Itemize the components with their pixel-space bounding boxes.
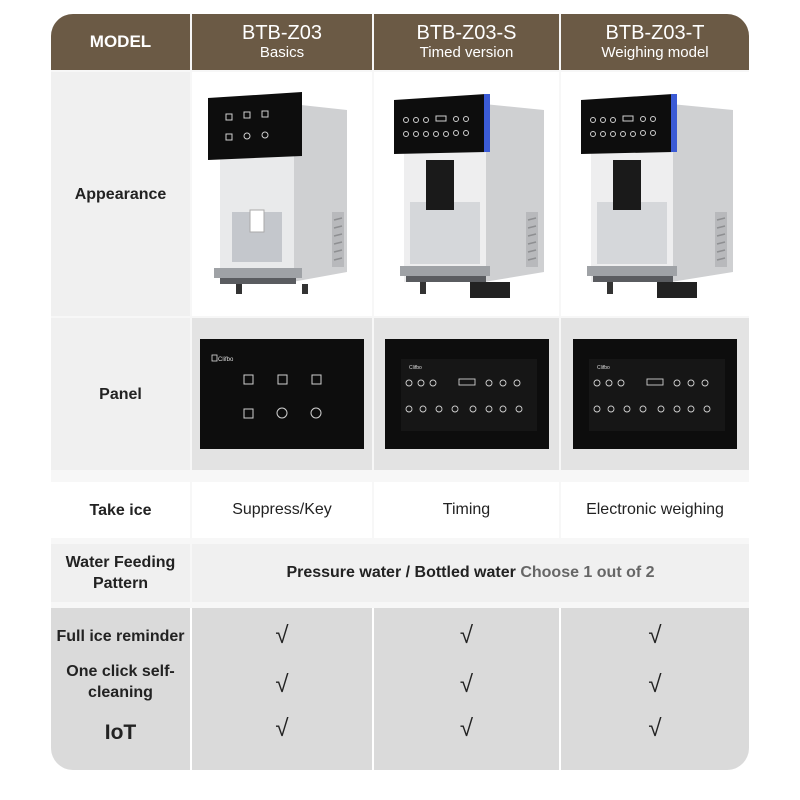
appearance-z03-s: [374, 72, 559, 316]
row-label-text: One click self-cleaning: [66, 663, 175, 701]
appearance-z03: [192, 72, 372, 316]
check-icon: √: [459, 622, 474, 649]
water-feeding-choose: Choose 1 out of 2: [520, 564, 655, 581]
take-ice-z03-s: Timing: [374, 482, 559, 538]
take-ice-z03-t: Electronic weighing: [561, 482, 749, 538]
check-icon: √: [648, 715, 662, 742]
panel-z03: Clifbo: [192, 318, 372, 470]
panel-z03-s: Clifbo: [374, 318, 559, 470]
row-label-self-cleaning: One click self-cleaning: [51, 658, 190, 706]
water-feeding-main: Pressure water / Bottled water: [286, 564, 516, 581]
panel-brand: Clifbo: [218, 357, 234, 363]
row-label-text: Water Feeding Pattern: [65, 554, 176, 592]
row-label-take-ice: Take ice: [51, 482, 190, 538]
model-name: BTB-Z03-T: [605, 22, 705, 44]
ice-machine-image: [208, 92, 347, 294]
row-label-text: Appearance: [74, 185, 167, 203]
check-mark: √: [192, 620, 372, 652]
check-mark: √: [561, 620, 749, 652]
column-header-z03-t: BTB-Z03-T Weighing model: [561, 14, 749, 70]
row-label-text: Full ice reminder: [56, 627, 185, 645]
panel-brand: Clifbo: [597, 365, 610, 371]
check-icon: √: [459, 715, 474, 742]
ice-machine-image: [581, 94, 733, 298]
panel-z03-t: Clifbo: [561, 318, 749, 470]
check-mark: √: [561, 664, 749, 706]
take-ice-value: Suppress/Key: [232, 501, 332, 518]
column-divider: [559, 608, 561, 770]
check-mark: √: [561, 712, 749, 746]
model-name: BTB-Z03: [241, 22, 323, 44]
check-icon: √: [648, 671, 662, 698]
row-label-iot: IoT: [51, 714, 190, 750]
row-label-appearance: Appearance: [51, 72, 190, 316]
row-label-text: Panel: [99, 385, 142, 403]
check-mark: √: [192, 712, 372, 746]
take-ice-value: Electronic weighing: [586, 501, 724, 518]
check-mark: √: [374, 712, 559, 746]
row-label-panel: Panel: [51, 318, 190, 470]
feature-block: [51, 608, 749, 770]
model-subtitle: Weighing model: [601, 44, 709, 61]
check-icon: √: [459, 671, 474, 698]
row-label-text: Take ice: [89, 501, 152, 519]
check-mark: √: [374, 620, 559, 652]
column-header-z03-s: BTB-Z03-S Timed version: [374, 14, 559, 70]
row-label-water-feeding: Water Feeding Pattern: [51, 544, 190, 602]
column-header-z03: BTB-Z03 Basics: [192, 14, 372, 70]
model-subtitle: Basics: [259, 44, 305, 61]
check-icon: √: [275, 671, 289, 698]
model-name: BTB-Z03-S: [416, 22, 517, 44]
model-label: MODEL: [89, 32, 152, 51]
column-divider: [190, 608, 192, 770]
appearance-z03-t: [561, 72, 749, 316]
control-panel-image: Clifbo: [573, 339, 737, 449]
ice-machine-image: [394, 94, 544, 298]
model-header: MODEL: [51, 14, 190, 70]
control-panel-image: Clifbo: [384, 339, 549, 449]
row-label-text: IoT: [104, 720, 137, 744]
take-ice-z03: Suppress/Key: [192, 482, 372, 538]
check-mark: √: [374, 664, 559, 706]
panel-brand: Clifbo: [409, 365, 422, 371]
check-icon: √: [648, 622, 662, 649]
comparison-table: MODEL BTB-Z03 Basics BTB-Z03-S Timed ver…: [51, 14, 749, 770]
column-divider: [372, 608, 374, 770]
model-subtitle: Timed version: [419, 44, 514, 61]
take-ice-value: Timing: [442, 501, 491, 518]
water-feeding-value: Pressure water / Bottled water Choose 1 …: [192, 544, 749, 602]
check-mark: √: [192, 664, 372, 706]
check-icon: √: [275, 715, 289, 742]
control-panel-image: Clifbo: [200, 339, 364, 449]
table-header: MODEL BTB-Z03 Basics BTB-Z03-S Timed ver…: [51, 14, 749, 70]
row-label-full-ice-reminder: Full ice reminder: [51, 620, 190, 652]
check-icon: √: [275, 622, 289, 649]
